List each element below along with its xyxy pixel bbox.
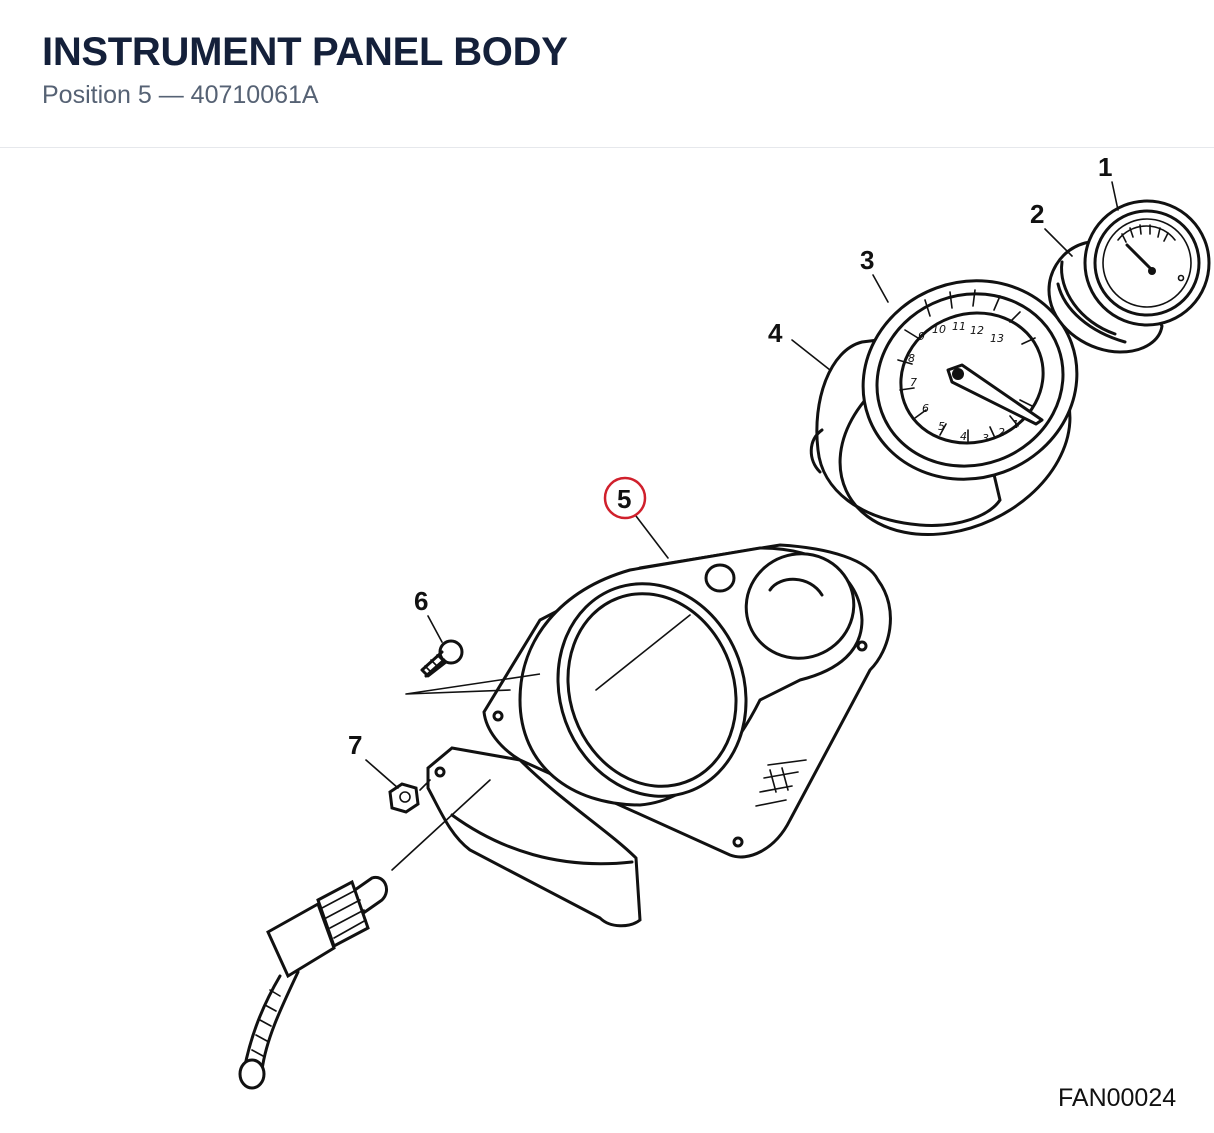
nut[interactable] xyxy=(388,782,420,814)
leader-line xyxy=(365,759,399,789)
dial-number: 1 xyxy=(1012,418,1019,431)
callout-6[interactable]: 6 xyxy=(414,586,428,616)
page-subtitle: Position 5 — 40710061A xyxy=(42,81,319,109)
small-gauge[interactable] xyxy=(1083,199,1211,327)
callout-1[interactable]: 1 xyxy=(1098,152,1112,182)
dial-number: 4 xyxy=(960,430,967,443)
instrument-panel-body[interactable] xyxy=(426,539,892,928)
dial-number: 8 xyxy=(908,352,915,365)
callout-3[interactable]: 3 xyxy=(860,245,874,275)
tachometer[interactable]: 9 10 11 12 13 8 7 6 5 4 3 2 1 xyxy=(835,251,1105,509)
leader-line xyxy=(635,515,669,559)
dial-number: 9 xyxy=(918,330,925,343)
screw[interactable] xyxy=(420,639,464,678)
callout-4[interactable]: 4 xyxy=(768,318,783,348)
axis-line xyxy=(405,673,541,695)
dial-number: 5 xyxy=(938,420,945,433)
switch-assembly[interactable] xyxy=(238,875,388,1090)
dial-number: 6 xyxy=(922,402,929,415)
dial-number: 2 xyxy=(998,426,1005,439)
leader-line xyxy=(872,274,889,303)
callout-5[interactable]: 5 xyxy=(617,484,631,514)
leader-line xyxy=(791,339,831,371)
figure-code: FAN00024 xyxy=(1058,1084,1177,1112)
callout-2[interactable]: 2 xyxy=(1030,199,1044,229)
dial-number: 12 xyxy=(970,324,984,337)
dial-number: 3 xyxy=(982,432,989,445)
selected-callout-ring xyxy=(603,476,647,520)
dial-number: 13 xyxy=(990,332,1004,345)
axis-line xyxy=(391,779,491,871)
page-title: INSTRUMENT PANEL BODY xyxy=(42,30,568,74)
leader-line xyxy=(1044,228,1073,257)
callout-7[interactable]: 7 xyxy=(348,730,362,760)
dial-number: 7 xyxy=(910,376,917,389)
axis-line xyxy=(419,779,431,791)
leader-line xyxy=(1111,181,1119,211)
dial-number: 10 xyxy=(932,323,946,336)
page-header: INSTRUMENT PANEL BODY Position 5 — 40710… xyxy=(0,0,1214,148)
dial-number: 11 xyxy=(952,320,966,333)
leader-line xyxy=(427,615,443,643)
